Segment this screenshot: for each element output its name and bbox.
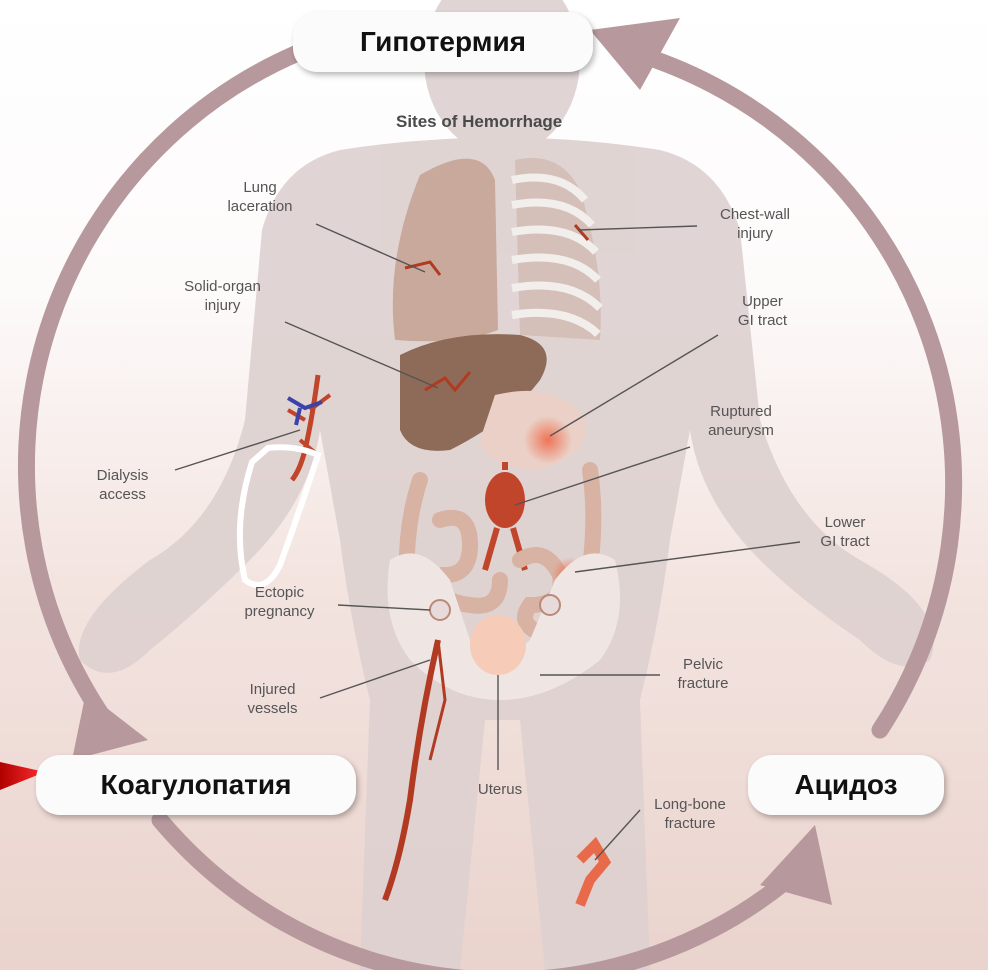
ectopic-site — [430, 600, 450, 620]
label-injured-vessels: Injured vessels — [225, 680, 320, 718]
diagram-title: Sites of Hemorrhage — [396, 112, 562, 132]
label-long-bone-fracture: Long-bone fracture — [635, 795, 745, 833]
label-ectopic-pregnancy: Ectopic pregnancy — [222, 583, 337, 621]
label-lung-laceration: Lung laceration — [205, 178, 315, 216]
label-ruptured-aneurysm: Ruptured aneurysm — [685, 402, 797, 440]
label-pelvic-fracture: Pelvic fracture — [658, 655, 748, 693]
cycle-coagulopathy: Коагулопатия — [36, 755, 356, 815]
label-lower-gi-tract: Lower GI tract — [800, 513, 890, 551]
label-solid-organ-injury: Solid-organ injury — [160, 277, 285, 315]
uterus-shape — [470, 615, 526, 675]
cycle-hypothermia: Гипотермия — [293, 12, 593, 72]
cycle-acidosis: Ацидоз — [748, 755, 944, 815]
upper-gi-bleed — [524, 416, 572, 464]
label-chest-wall-injury: Chest-wall injury — [700, 205, 810, 243]
label-dialysis-access: Dialysis access — [70, 466, 175, 504]
label-uterus: Uterus — [455, 780, 545, 799]
label-upper-gi-tract: Upper GI tract — [715, 292, 810, 330]
aortic-aneurysm — [485, 472, 525, 528]
